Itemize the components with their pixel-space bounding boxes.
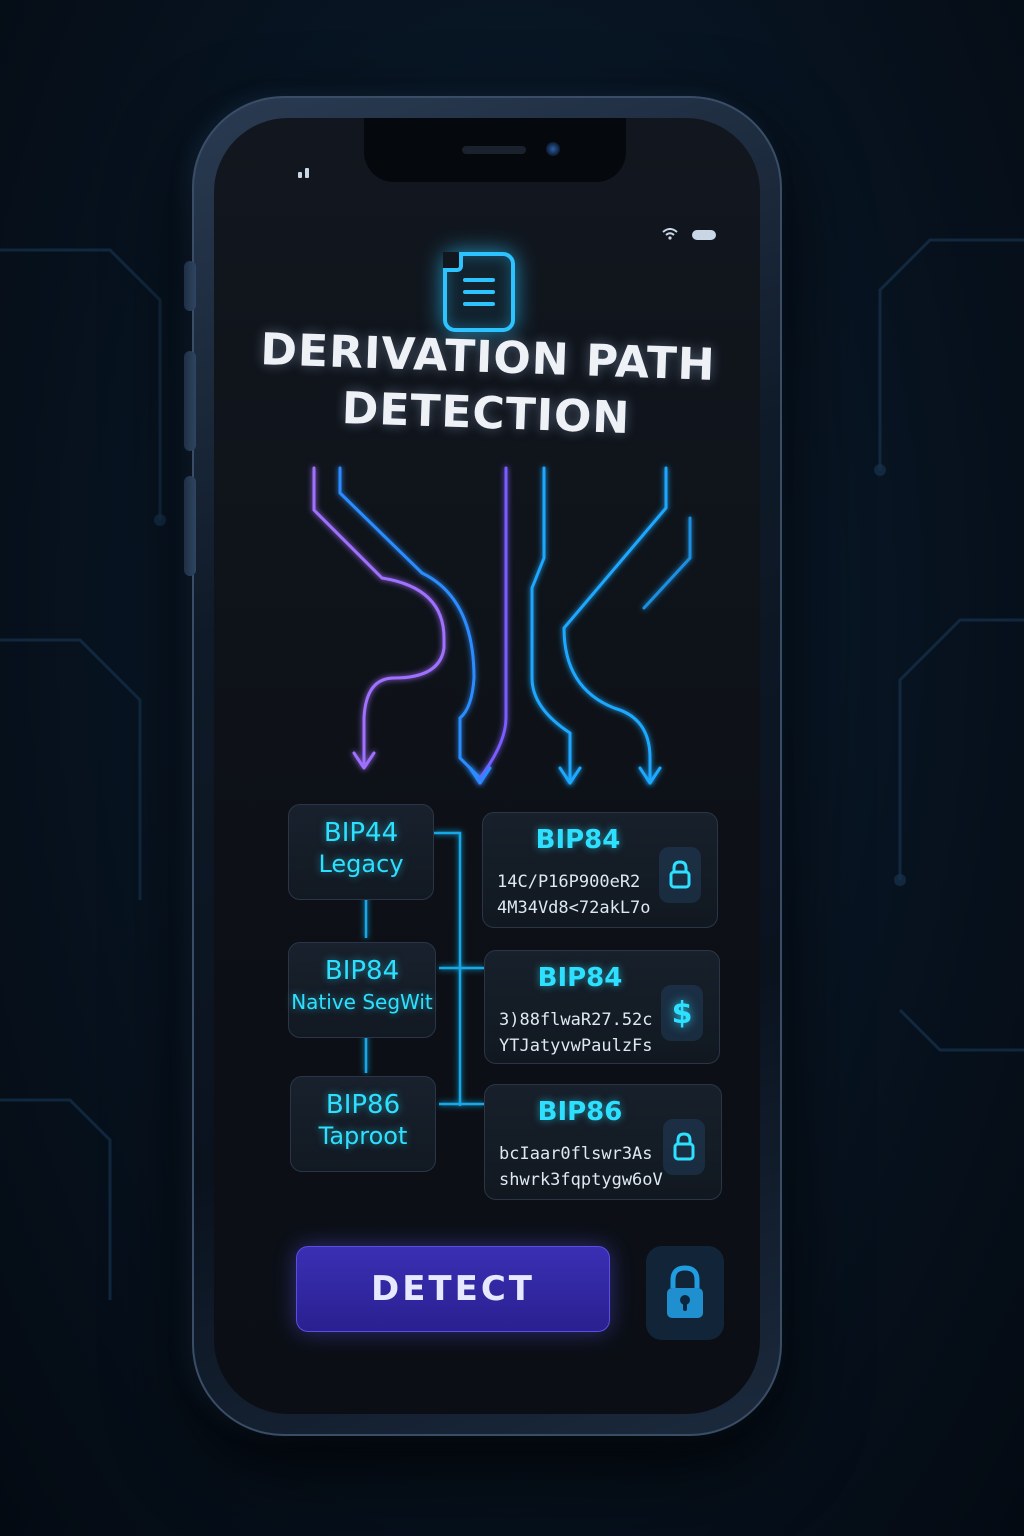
flow-line-2	[338, 466, 482, 780]
front-camera	[546, 142, 560, 156]
flow-line-4	[530, 466, 572, 785]
notch	[364, 118, 626, 182]
battery-icon	[692, 230, 716, 240]
mute-switch	[184, 261, 196, 311]
path-label: Legacy	[318, 850, 404, 878]
path-name: BIP44	[323, 818, 399, 848]
detect-button[interactable]: DETECT	[296, 1246, 610, 1332]
derivation-flow-lines	[312, 466, 692, 1106]
flow-line-bip44	[312, 466, 446, 765]
connector-right	[434, 831, 462, 1106]
lock-icon	[663, 1119, 705, 1175]
path-tile-bip86[interactable]: BIP86 Taproot	[290, 1076, 436, 1172]
path-label: Native SegWit	[291, 990, 433, 1014]
speaker-grille	[462, 146, 526, 154]
padlock-icon	[667, 1265, 703, 1318]
flow-line-3	[478, 466, 508, 785]
lock-icon	[659, 847, 701, 903]
arrow-bip44	[352, 751, 376, 770]
signal-icon	[298, 168, 309, 178]
path-tile-bip84[interactable]: BIP84 Native SegWit	[288, 942, 436, 1038]
arrow-3	[558, 766, 582, 785]
document-icon	[443, 252, 515, 332]
lock-button[interactable]	[646, 1246, 724, 1340]
path-tile-bip44[interactable]: BIP44 Legacy	[288, 804, 434, 900]
address-card-title: BIP84	[537, 963, 623, 993]
phone-frame: DERIVATION PATH DETECTION	[184, 96, 782, 1436]
phone-screen: DERIVATION PATH DETECTION	[214, 118, 760, 1414]
arrow-4	[638, 766, 662, 785]
dollar-icon: $	[661, 985, 703, 1041]
path-name: BIP86	[325, 1090, 401, 1120]
flow-line-5	[562, 466, 668, 785]
arrow-2	[468, 766, 492, 785]
path-name: BIP84	[324, 956, 400, 986]
volume-down-button	[184, 476, 196, 576]
path-label: Taproot	[318, 1122, 408, 1150]
address-card-title: BIP86	[537, 1097, 623, 1127]
wifi-icon	[662, 228, 678, 240]
flow-line-6	[642, 516, 692, 610]
address-card-title: BIP84	[535, 825, 621, 855]
volume-up-button	[184, 351, 196, 451]
